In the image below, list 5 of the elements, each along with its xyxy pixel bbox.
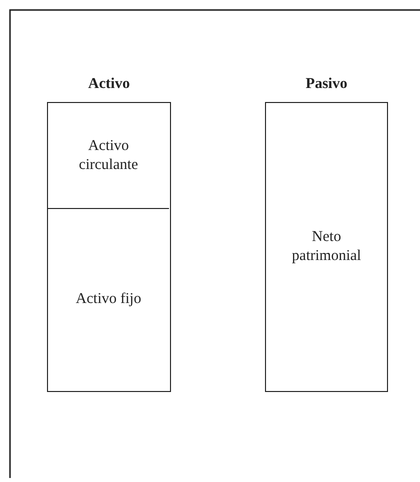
section-label: Activo fijo (76, 290, 142, 309)
column-heading: Activo (87, 76, 131, 93)
section-label: Neto patrimonial (290, 228, 362, 266)
column-heading: Pasivo (304, 76, 348, 93)
section-label: Activo circulante (78, 136, 140, 174)
